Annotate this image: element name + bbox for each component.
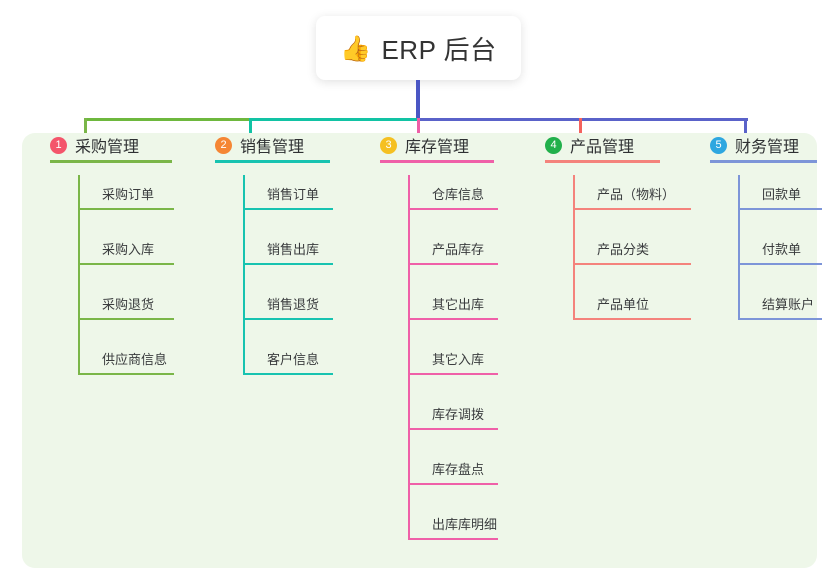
branch-title: 财务管理	[735, 139, 800, 156]
branch-header-2[interactable]: 2 销售管理	[215, 133, 365, 173]
branch-item-rule	[78, 318, 174, 320]
branch-header-rule	[545, 160, 660, 163]
branch-item-label: 销售退货	[267, 297, 320, 312]
branch-number-badge: 1	[50, 137, 67, 154]
branch-item-label: 库存盘点	[432, 462, 485, 477]
branch-column-1: 1 采购管理采购订单采购入库采购退货供应商信息	[50, 133, 200, 375]
branch-item-rule	[408, 538, 498, 540]
branch-column-4: 4 产品管理产品（物料） 产品分类产品单位	[545, 133, 695, 320]
branch-spine-line	[738, 175, 740, 318]
branch-item-rule	[78, 263, 174, 265]
branch-item-rule	[408, 428, 498, 430]
connector-drop-3	[417, 118, 420, 146]
branch-item-rule	[243, 208, 333, 210]
branch-title: 采购管理	[75, 139, 140, 156]
connector-bus-green	[85, 118, 253, 121]
branch-number-badge: 5	[710, 137, 727, 154]
branch-item-label: 销售订单	[267, 187, 320, 202]
connector-drop-4	[579, 118, 582, 146]
branch-item-rule	[78, 208, 174, 210]
branch-title: 销售管理	[240, 139, 305, 156]
branch-title: 产品管理	[570, 139, 635, 156]
branch-spine-line	[408, 175, 410, 538]
branch-item-rule	[573, 318, 691, 320]
branch-column-3: 3 库存管理仓库信息产品库存其它出库其它入库库存调拨库存盘点出库库明细	[380, 133, 530, 540]
branch-item-rule	[738, 263, 822, 265]
root-node-card[interactable]: 👍 ERP 后台	[316, 16, 521, 80]
branches-panel: 1 采购管理采购订单采购入库采购退货供应商信息 2 销售管理销售订单销售出库销售退货客…	[22, 133, 822, 568]
branch-item-label: 其它入库	[432, 352, 485, 367]
connector-drop-5	[744, 118, 747, 146]
connector-drop-1	[84, 118, 87, 146]
branch-item-label: 付款单	[762, 242, 802, 257]
branch-item-label: 库存调拨	[432, 407, 485, 422]
branch-item-rule	[408, 483, 498, 485]
branch-item-rule	[408, 318, 498, 320]
branch-number-badge: 2	[215, 137, 232, 154]
branch-item-label: 采购退货	[102, 297, 155, 312]
branch-item-label: 产品库存	[432, 242, 485, 257]
branch-item-rule	[408, 373, 498, 375]
branch-item-label: 客户信息	[267, 352, 320, 367]
branch-item-label: 采购入库	[102, 242, 155, 257]
branch-item-rule	[243, 373, 333, 375]
branch-item-label: 产品（物料）	[597, 187, 676, 202]
branch-header-5[interactable]: 5 财务管理	[710, 133, 820, 173]
branch-header-rule	[215, 160, 330, 163]
root-node-title: ERP 后台	[381, 34, 497, 65]
branch-item-rule	[408, 208, 498, 210]
branch-header-3[interactable]: 3 库存管理	[380, 133, 530, 173]
branch-item-rule	[243, 318, 333, 320]
branch-number-badge: 4	[545, 137, 562, 154]
branch-header-rule	[50, 160, 172, 163]
branch-item-rule	[573, 208, 691, 210]
branch-item-rule	[243, 263, 333, 265]
branch-item-label: 回款单	[762, 187, 802, 202]
connector-trunk	[416, 80, 420, 121]
branch-number-badge: 3	[380, 137, 397, 154]
branch-title: 库存管理	[405, 139, 470, 156]
branch-item-rule	[408, 263, 498, 265]
branch-header-rule	[380, 160, 494, 163]
branch-item-label: 仓库信息	[432, 187, 485, 202]
branch-spine-line	[573, 175, 575, 318]
connector-drop-2	[249, 118, 252, 146]
branch-header-1[interactable]: 1 采购管理	[50, 133, 200, 173]
branch-column-5: 5 财务管理回款单付款单结算账户	[710, 133, 822, 320]
branch-item-label: 结算账户	[762, 297, 815, 312]
connector-bus-teal	[250, 118, 421, 121]
branch-item-label: 其它出库	[432, 297, 485, 312]
branch-item-label: 销售出库	[267, 242, 320, 257]
branch-spine-line	[243, 175, 245, 373]
branch-column-2: 2 销售管理销售订单销售出库销售退货客户信息	[215, 133, 365, 375]
branch-header-rule	[710, 160, 817, 163]
thumbs-up-icon: 👍	[340, 33, 372, 63]
branch-spine-line	[78, 175, 80, 373]
branch-item-label: 产品分类	[597, 242, 650, 257]
branch-item-rule	[573, 263, 691, 265]
branch-item-label: 供应商信息	[102, 352, 168, 367]
branch-item-rule	[738, 208, 822, 210]
branch-item-label: 出库库明细	[432, 517, 498, 532]
connector-bus-blue	[418, 118, 748, 121]
branch-item-rule	[738, 318, 822, 320]
branch-item-label: 采购订单	[102, 187, 155, 202]
branch-header-4[interactable]: 4 产品管理	[545, 133, 695, 173]
branch-item-label: 产品单位	[597, 297, 650, 312]
branch-item-rule	[78, 373, 174, 375]
